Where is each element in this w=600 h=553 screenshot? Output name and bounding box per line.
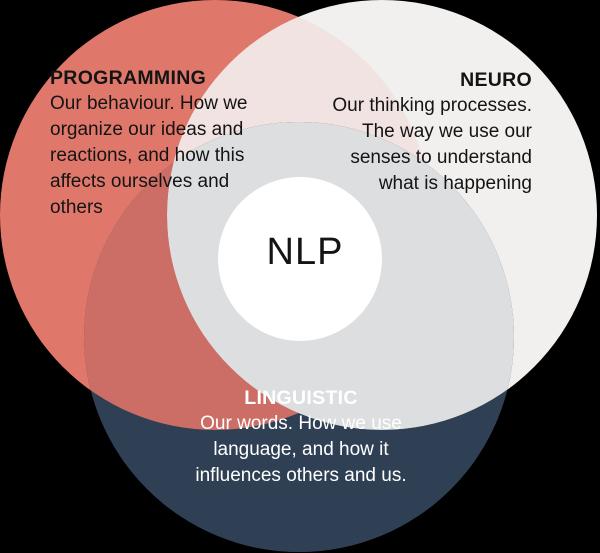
circle-center-nlp: [218, 177, 382, 341]
